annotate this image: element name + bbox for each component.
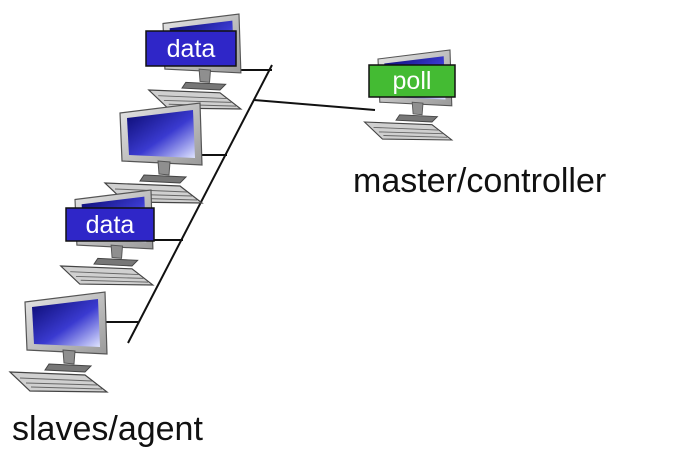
slave-computer-4 [9,291,108,393]
poll-tag: poll [368,64,456,98]
data-tag-2: data [65,207,155,242]
data-tag-2-text: data [86,211,135,239]
slave-computer-2 [104,102,203,204]
data-tag-1: data [145,30,237,67]
slaves-label: slaves/agent [12,410,203,448]
link-to-master [253,99,376,111]
data-tag-1-text: data [167,35,216,63]
master-label: master/controller [353,162,606,200]
poll-tag-text: poll [393,67,432,95]
bus-line [127,64,273,344]
